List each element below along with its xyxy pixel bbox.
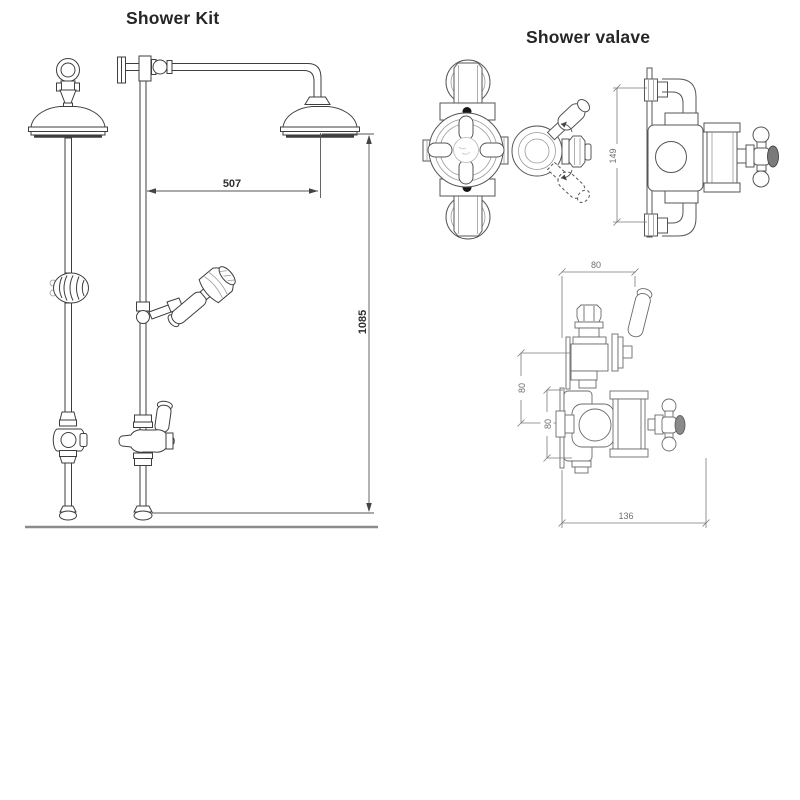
kit-height-dim-label: 1085: [357, 310, 369, 334]
valve-width-dimension: 136: [558, 458, 710, 528]
valve-height-dimension: 149: [605, 84, 647, 226]
valve-lever-alt-position: [546, 161, 591, 204]
valve-dimension-view: 80: [514, 260, 710, 528]
valve-height-dim-label: 149: [608, 148, 618, 163]
kit-width-dim-label: 507: [223, 178, 241, 190]
valve-lever: [546, 98, 591, 141]
handset: [167, 266, 236, 328]
kit-height-dimension: 1085: [152, 133, 374, 514]
valve-lower-offset-dimension: 80: [540, 386, 572, 462]
riser-front-view: [117, 55, 360, 521]
valve-upper-offset-dim-label: 80: [517, 383, 527, 393]
valve-front-view: [422, 59, 592, 240]
valve-lower-offset-dim-label: 80: [543, 419, 553, 429]
valve-top-width-dim-label: 80: [591, 260, 601, 270]
valve-top-width-dimension: 80: [558, 260, 639, 338]
shower-kit-title: Shower Kit: [126, 8, 220, 28]
shower-valve-title: Shower valave: [526, 27, 651, 47]
crosshead-handle: [427, 112, 505, 188]
valve-width-dim-label: 136: [618, 511, 633, 521]
kit-width-dimension: 507: [147, 133, 321, 198]
valve-upper-offset-dimension: 80: [514, 349, 570, 427]
diverter-lever-side: [627, 288, 653, 338]
shower-head-side-view: [28, 58, 108, 521]
shower-kit-drawing: 507 1085: [25, 55, 378, 529]
valve-side-view: 149: [605, 67, 779, 238]
